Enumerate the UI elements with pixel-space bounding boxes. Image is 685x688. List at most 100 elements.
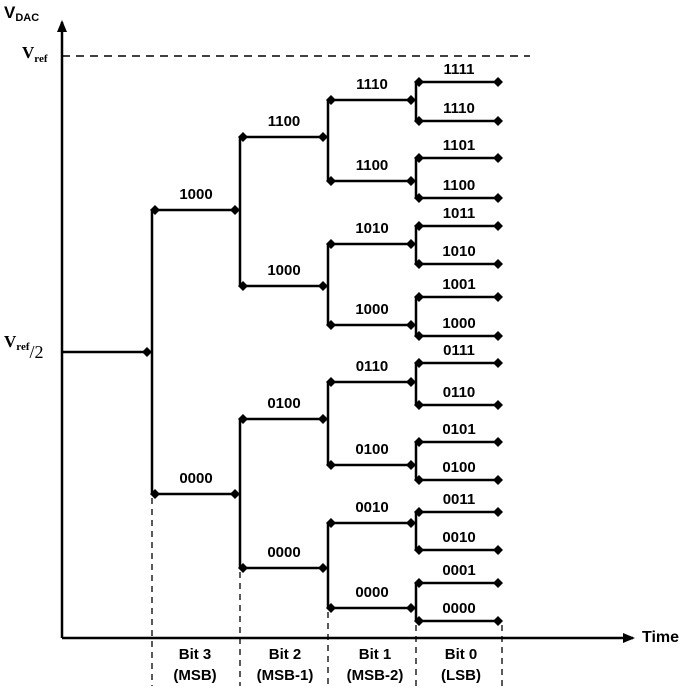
bit1-end-node (406, 460, 416, 470)
vref-label: Vref (22, 43, 48, 65)
bit3-code-label: 0000 (179, 470, 212, 487)
bit0-code-label: 1101 (443, 137, 476, 154)
bit0-code-label: 1100 (443, 177, 476, 194)
bit0-end-node (493, 616, 503, 626)
bit0-end-node (493, 292, 503, 302)
bit0-end-node (493, 153, 503, 163)
bit0-end-node (493, 507, 503, 517)
bit2-code-label: 0000 (267, 544, 300, 561)
bit2-label: Bit 2 (269, 646, 302, 663)
bit3-code-label: 1000 (179, 186, 212, 203)
bit0-end-node (493, 77, 503, 87)
bit0-end-node (493, 358, 503, 368)
bit2-code-label: 1100 (268, 113, 301, 130)
bit0-code-label: 0000 (442, 600, 475, 617)
bit0-end-node (493, 400, 503, 410)
bit0-code-label: 0110 (443, 384, 476, 401)
bit0-start-node (414, 507, 424, 517)
bit0-sublabel: (LSB) (441, 667, 481, 684)
bit1-code-label: 1110 (356, 76, 388, 93)
bit2-start-node (238, 281, 248, 291)
initial-node (142, 347, 152, 357)
bit1-start-node (326, 460, 336, 470)
bit0-start-node (414, 616, 424, 626)
bit0-end-node (493, 221, 503, 231)
bit0-start-node (414, 400, 424, 410)
bit1-code-label: 0100 (355, 441, 388, 458)
bit1-end-node (406, 603, 416, 613)
bit1-end-node (406, 95, 416, 105)
vref-half-label: Vref/2 (4, 332, 44, 362)
bit0-end-node (493, 475, 503, 485)
bit2-code-label: 0100 (267, 395, 300, 412)
bit1-sublabel: (MSB-2) (347, 667, 404, 684)
bit1-code-label: 1000 (355, 301, 388, 318)
bit3-end-node (230, 489, 240, 499)
bit0-end-node (493, 437, 503, 447)
bit0-code-label: 1111 (444, 61, 475, 78)
bit2-start-node (238, 414, 248, 424)
bit2-start-node (238, 563, 248, 573)
y-axis-label: VDAC (4, 3, 39, 24)
bit0-code-label: 1001 (442, 276, 475, 293)
bit1-code-label: 1010 (355, 220, 388, 237)
bit2-sublabel: (MSB-1) (257, 667, 314, 684)
bit0-code-label: 1010 (442, 243, 475, 260)
bit0-end-node (493, 578, 503, 588)
bit0-code-label: 0011 (443, 491, 476, 508)
bit2-end-node (318, 563, 328, 573)
bit0-code-label: 0001 (442, 562, 475, 579)
bit0-start-node (414, 437, 424, 447)
bit0-end-node (493, 545, 503, 555)
bit1-start-node (326, 603, 336, 613)
bit2-end-node (318, 132, 328, 142)
bit1-start-node (326, 377, 336, 387)
bit2-end-node (318, 414, 328, 424)
bit0-start-node (414, 545, 424, 555)
bit0-code-label: 0101 (442, 421, 475, 438)
bit1-start-node (326, 95, 336, 105)
bit0-start-node (414, 153, 424, 163)
x-axis-label: Time (642, 629, 679, 646)
bit0-end-node (493, 193, 503, 203)
bit3-sublabel: (MSB) (173, 667, 216, 684)
bit1-end-node (406, 239, 416, 249)
bit1-code-label: 0110 (356, 358, 389, 375)
bit2-code-label: 1000 (267, 262, 300, 279)
bit0-code-label: 1000 (442, 315, 475, 332)
bit0-start-node (414, 475, 424, 485)
bit1-start-node (326, 518, 336, 528)
bit0-start-node (414, 358, 424, 368)
bit0-start-node (414, 331, 424, 341)
bit0-end-node (493, 116, 503, 126)
bit0-code-label: 0100 (442, 459, 475, 476)
bit0-code-label: 0111 (443, 342, 475, 359)
bit0-end-node (493, 259, 503, 269)
bit0-code-label: 1110 (443, 100, 475, 117)
bit1-start-node (326, 239, 336, 249)
bit3-end-node (230, 205, 240, 215)
bit3-start-node (150, 205, 160, 215)
bit2-end-node (318, 281, 328, 291)
bit0-start-node (414, 259, 424, 269)
bit3-label: Bit 3 (179, 646, 212, 663)
bit1-end-node (406, 320, 416, 330)
bit0-start-node (414, 193, 424, 203)
bit0-label: Bit 0 (445, 646, 478, 663)
bit1-start-node (326, 320, 336, 330)
bit0-start-node (414, 292, 424, 302)
binary-search-tree: 1000 0000 1100 1000 0100 0000 1110 1100 1010 1000… (62, 61, 503, 626)
bit2-start-node (238, 132, 248, 142)
bit1-end-node (406, 176, 416, 186)
bit0-code-label: 1011 (443, 205, 476, 222)
bit0-start-node (414, 77, 424, 87)
bit0-end-node (493, 331, 503, 341)
bit1-start-node (326, 176, 336, 186)
bit0-code-label: 0010 (442, 529, 475, 546)
bit0-start-node (414, 116, 424, 126)
bit0-start-node (414, 578, 424, 588)
bit0-start-node (414, 221, 424, 231)
bit1-code-label: 0010 (355, 499, 388, 516)
bit1-label: Bit 1 (359, 646, 392, 663)
